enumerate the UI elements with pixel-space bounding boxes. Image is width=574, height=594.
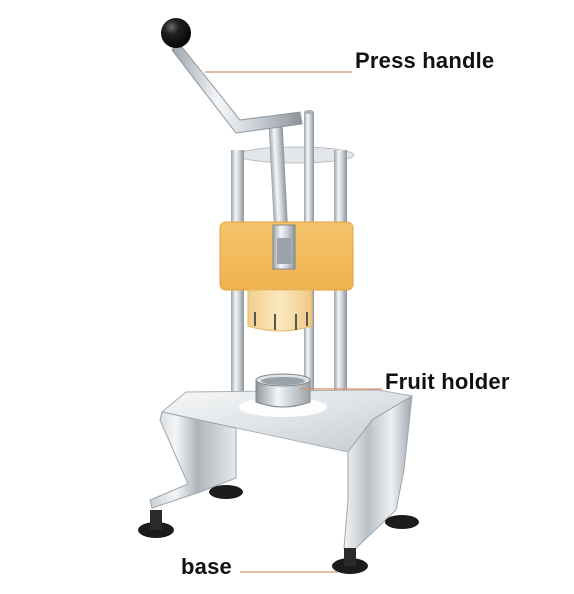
plunger-slot xyxy=(277,238,291,264)
label-fruit-holder: Fruit holder xyxy=(385,369,510,394)
base-leg-right xyxy=(343,395,413,553)
fruit-holder-opening xyxy=(261,377,305,385)
base-leg-left xyxy=(149,411,237,509)
foot-back-right xyxy=(385,515,419,529)
label-base: base xyxy=(181,554,232,579)
handle-bar xyxy=(171,41,303,134)
foot-back-left xyxy=(209,485,243,499)
foot-stem xyxy=(150,510,162,530)
label-press-handle: Press handle xyxy=(355,48,495,73)
rod-cap xyxy=(304,110,314,114)
fruit-holder-cup xyxy=(255,379,311,408)
knob-icon xyxy=(161,18,191,48)
foot-stem xyxy=(344,548,356,566)
coring-blade-ring xyxy=(247,289,313,332)
